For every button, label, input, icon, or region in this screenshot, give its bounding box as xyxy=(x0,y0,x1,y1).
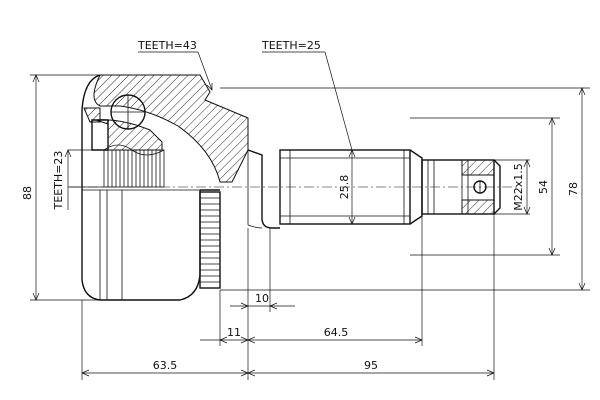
stub-shaft xyxy=(247,149,501,229)
abs-ring xyxy=(199,191,221,289)
dim-63-5-label: 63.5 xyxy=(153,359,178,372)
inner-race xyxy=(91,94,165,188)
dim-54-label: 54 xyxy=(537,180,550,194)
dim-63-5-95 xyxy=(81,214,495,380)
outer-housing xyxy=(81,74,249,301)
dim-88 xyxy=(30,74,100,301)
dim-64-5-label: 64.5 xyxy=(324,326,349,339)
leader-teeth-housing xyxy=(138,51,213,91)
dim-95-label: 95 xyxy=(364,359,378,372)
dim-78 xyxy=(220,87,590,291)
teeth-shaft-label: TEETH=25 xyxy=(261,39,321,52)
dim-thread-label: M22x1.5 xyxy=(512,163,525,211)
teeth-inner-label: TEETH=23 xyxy=(52,151,65,211)
dim-spline-label: 25.8 xyxy=(338,175,351,200)
dim-88-label: 88 xyxy=(21,186,34,200)
dim-10 xyxy=(230,228,295,312)
dim-teeth-inner xyxy=(64,149,104,210)
leader-teeth-shaft xyxy=(262,51,353,151)
dim-78-label: 78 xyxy=(567,182,580,196)
dim-54 xyxy=(410,117,560,256)
dim-11-64-5 xyxy=(200,214,423,346)
dim-10-label: 10 xyxy=(255,292,269,305)
teeth-housing-label: TEETH=43 xyxy=(137,39,197,52)
dim-spline xyxy=(348,149,356,225)
dim-thread xyxy=(494,159,531,215)
dim-11-label: 11 xyxy=(227,326,241,339)
